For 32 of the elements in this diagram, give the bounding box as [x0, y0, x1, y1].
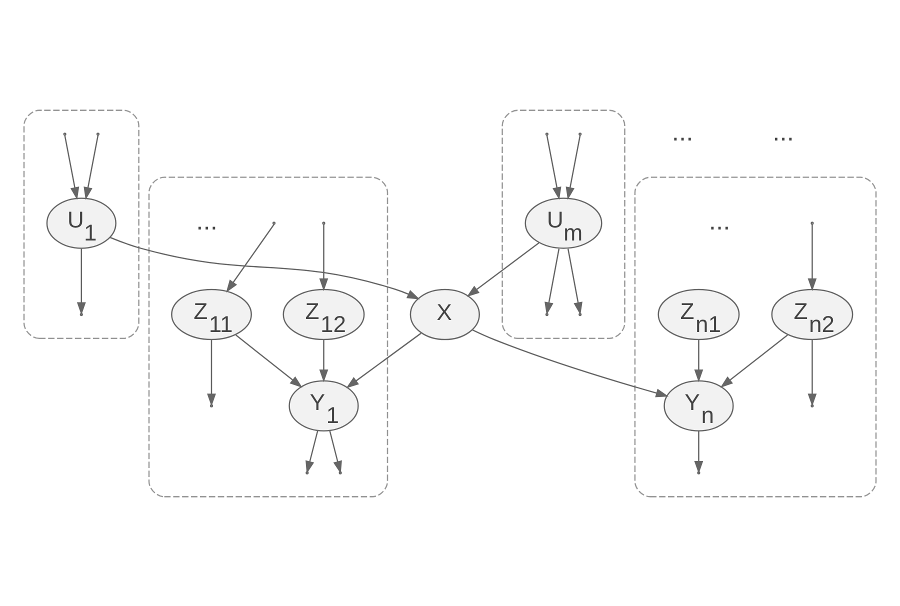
arrow	[207, 340, 216, 406]
arrow	[720, 334, 788, 388]
arrow	[226, 224, 274, 292]
cluster	[148, 176, 388, 497]
arrow	[235, 334, 302, 388]
cluster	[502, 109, 626, 339]
arrow	[346, 332, 422, 388]
arrow	[84, 134, 99, 200]
arrow	[694, 340, 704, 382]
cluster	[23, 109, 140, 339]
arrow	[319, 224, 328, 291]
arrow	[64, 134, 80, 200]
arrow	[319, 340, 328, 382]
label: ...	[772, 118, 794, 146]
cluster	[634, 176, 877, 497]
label: ...	[196, 207, 218, 236]
arrow	[110, 236, 420, 299]
arrow	[808, 340, 817, 406]
arrow	[808, 224, 817, 291]
arrow	[544, 248, 560, 315]
arrow	[306, 430, 318, 474]
arrow	[546, 134, 562, 200]
arrow	[694, 430, 704, 474]
arrow	[466, 242, 540, 296]
label: ...	[708, 207, 730, 236]
arrow	[472, 328, 669, 397]
arrow	[567, 248, 582, 315]
node-ellipse: X	[410, 288, 480, 340]
arrow	[566, 134, 581, 200]
label: ...	[672, 118, 694, 146]
arrow	[329, 430, 342, 474]
arrow	[76, 248, 86, 315]
